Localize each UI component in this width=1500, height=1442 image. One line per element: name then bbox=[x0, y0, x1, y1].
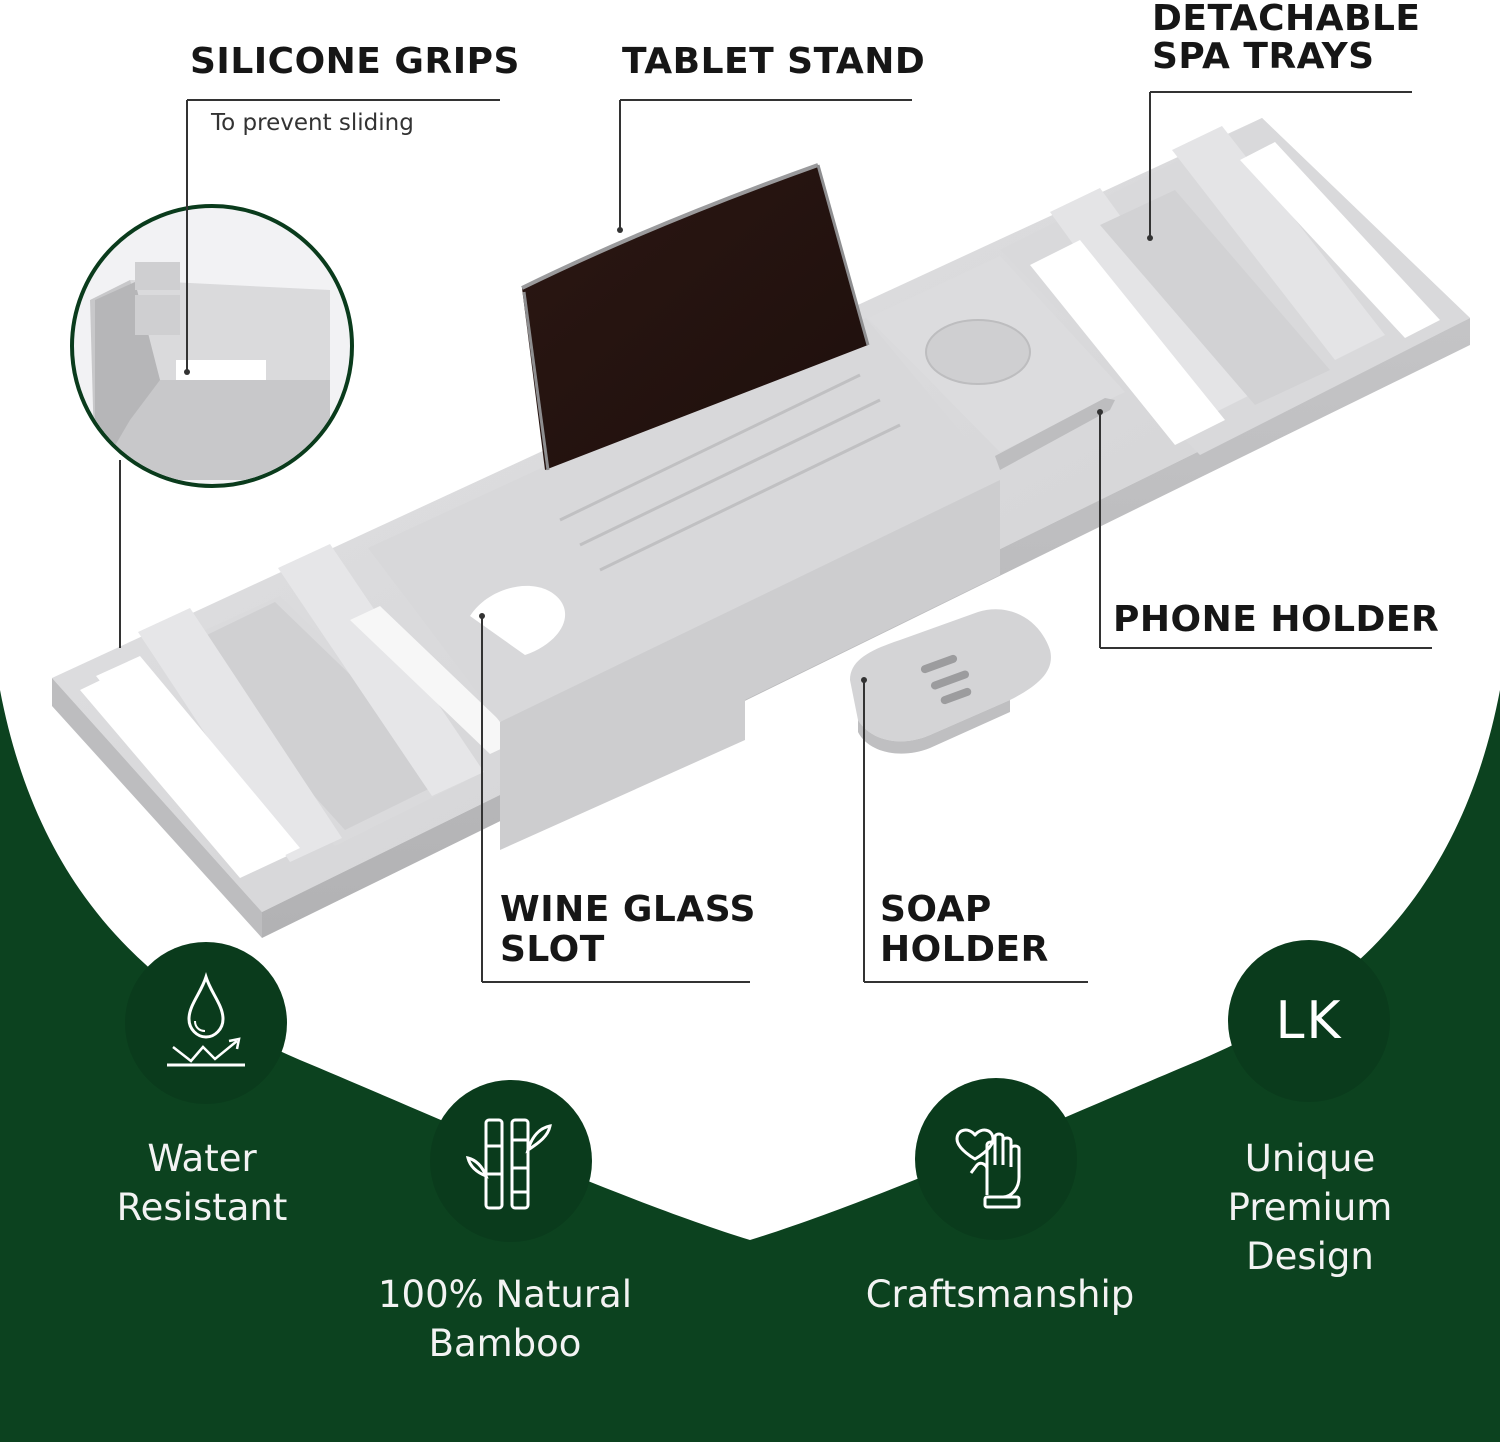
feature-line: Water bbox=[147, 1137, 257, 1180]
spa-trays-line2: SPA TRAYS bbox=[1152, 36, 1375, 77]
wine-glass-title: WINE GLASS SLOT bbox=[500, 890, 756, 970]
spa-trays-line1: DETACHABLE bbox=[1152, 0, 1421, 39]
feature-line: 100% Natural bbox=[377, 1273, 632, 1316]
silicone-grips-inset bbox=[70, 204, 354, 488]
spa-trays-title: DETACHABLE SPA TRAYS bbox=[1152, 0, 1420, 76]
soap-holder-title: SOAP HOLDER bbox=[880, 890, 1049, 970]
silicone-grips-subtitle: To prevent sliding bbox=[211, 110, 414, 136]
soap-holder-line2: HOLDER bbox=[880, 929, 1049, 970]
feature-unique-design: Unique Premium Design bbox=[1170, 1134, 1450, 1281]
phone-holder-title: PHONE HOLDER bbox=[1113, 599, 1440, 640]
bamboo-icon bbox=[430, 1080, 592, 1242]
tablet-stand-title: TABLET STAND bbox=[622, 41, 926, 82]
feature-natural-bamboo: 100% Natural Bamboo bbox=[340, 1270, 670, 1368]
water-drop-icon bbox=[125, 942, 287, 1104]
feature-line: Premium bbox=[1227, 1186, 1393, 1229]
soap-holder-line1: SOAP bbox=[880, 889, 992, 930]
callout-leaders bbox=[119, 91, 1432, 983]
lk-logo-text: LK bbox=[1275, 991, 1343, 1051]
feature-craftsmanship: Craftsmanship bbox=[830, 1270, 1170, 1319]
wine-glass-line2: SLOT bbox=[500, 929, 605, 970]
green-band bbox=[0, 690, 1500, 1442]
feature-line: Resistant bbox=[116, 1186, 288, 1229]
tablet-stand-panel bbox=[522, 165, 868, 470]
feature-water-resistant: Water Resistant bbox=[60, 1134, 344, 1232]
soap-dish bbox=[850, 609, 1051, 754]
silicone-grips-title: SILICONE GRIPS bbox=[190, 41, 520, 82]
feature-line: Bamboo bbox=[428, 1322, 582, 1365]
feature-line: Unique bbox=[1244, 1137, 1376, 1180]
feature-line: Craftsmanship bbox=[865, 1273, 1135, 1316]
lk-logo: LK bbox=[1228, 940, 1390, 1102]
feature-line: Design bbox=[1246, 1235, 1374, 1278]
heart-hand-icon bbox=[915, 1078, 1077, 1240]
wine-glass-line1: WINE GLASS bbox=[500, 889, 756, 930]
